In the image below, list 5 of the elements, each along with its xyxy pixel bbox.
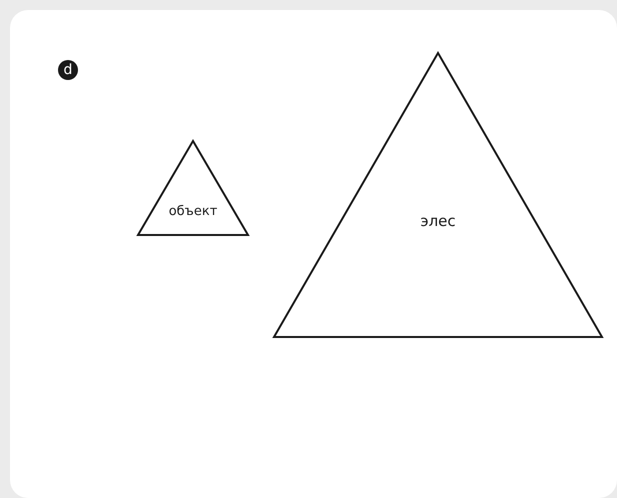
- triangle-shape: [137, 140, 249, 236]
- panel-label: d: [58, 60, 78, 80]
- shape-label: объект: [168, 204, 218, 219]
- shape-label: элес: [419, 212, 457, 230]
- triangle-shape: [273, 52, 603, 338]
